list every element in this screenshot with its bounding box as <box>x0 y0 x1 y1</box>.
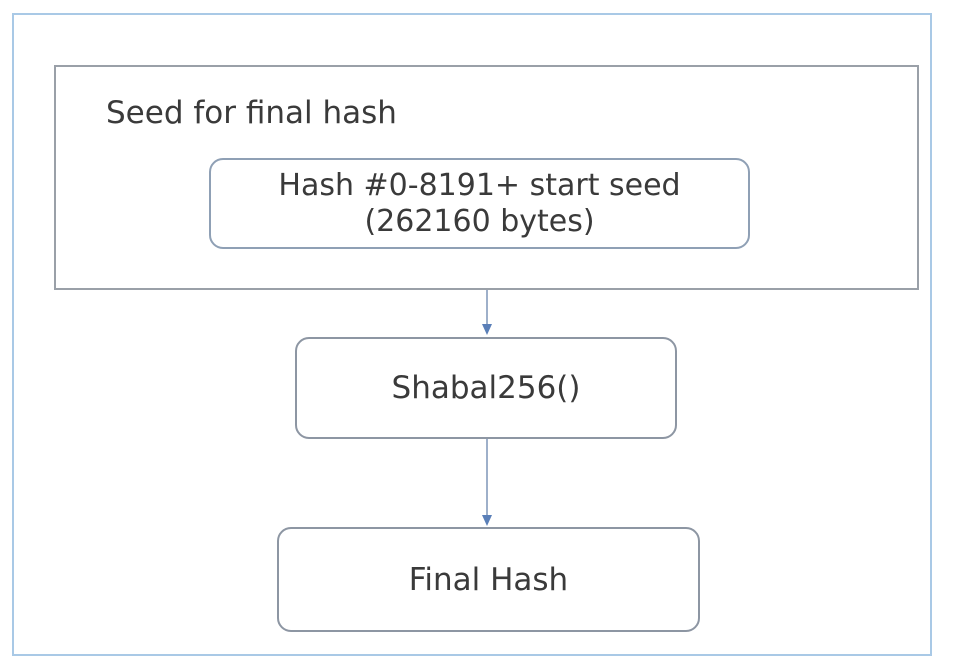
shabal256-node-label: Shabal256() <box>391 370 581 406</box>
seed-group-title: Seed for final hash <box>106 95 397 131</box>
shabal256-node: Shabal256() <box>295 337 677 439</box>
seed-group-container: Seed for final hash Hash #0-8191+ start … <box>54 65 919 290</box>
final-hash-node-label: Final Hash <box>408 561 569 598</box>
hash-seed-node-line2: (262160 bytes) <box>364 203 595 239</box>
final-hash-node: Final Hash <box>277 527 700 632</box>
hash-seed-node: Hash #0-8191+ start seed (262160 bytes) <box>209 158 750 249</box>
hash-seed-node-line1: Hash #0-8191+ start seed <box>278 167 681 203</box>
